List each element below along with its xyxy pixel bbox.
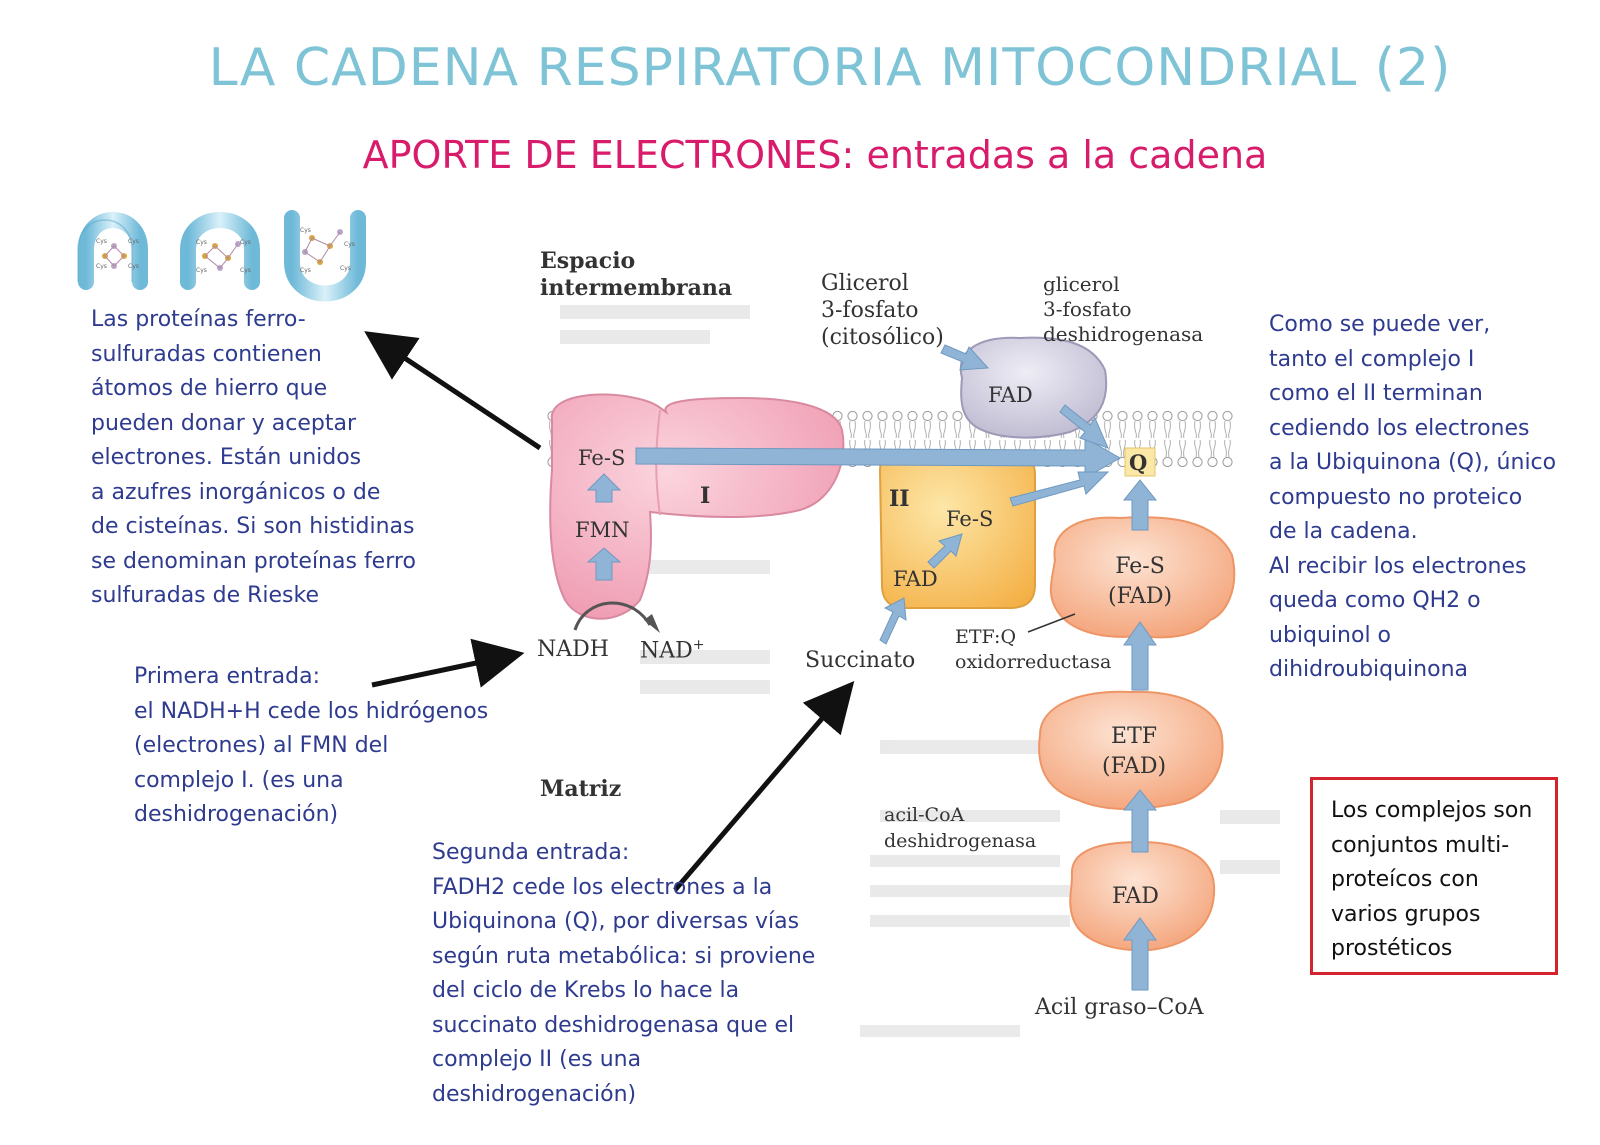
svg-text:Cys: Cys: [96, 263, 107, 270]
nad-text: NAD: [640, 638, 693, 664]
fe-s-complex-II-label: Fe-S: [946, 507, 994, 531]
complex-I-label: I: [700, 483, 711, 509]
g3p-dehydrogenase-label: glicerol 3-fosfato deshidrogenasa: [1043, 272, 1204, 346]
annotation-arrows: [364, 331, 855, 892]
nadh-curved-arrow: [573, 601, 652, 631]
complex-II-label: II: [889, 486, 910, 512]
nad-superscript: +: [692, 637, 705, 653]
nad-plus-label: NAD+: [640, 637, 705, 663]
svg-text:Cys: Cys: [196, 267, 207, 274]
faded-background-text: [560, 305, 1280, 1037]
nadh-label: NADH: [537, 637, 609, 662]
page-subtitle: APORTE DE ELECTRONES: entradas a la cade…: [362, 133, 1268, 177]
etf-q-oxidoreductase: [1049, 516, 1236, 639]
electron-flow-arrows: [586, 344, 1158, 991]
svg-text:Cys: Cys: [300, 267, 311, 274]
svg-text:Cys: Cys: [196, 239, 207, 246]
succinate-label: Succinato: [805, 648, 916, 673]
matrix-label: Matriz: [540, 776, 622, 802]
svg-text:Cys: Cys: [128, 238, 139, 245]
acyl-coa-dh-fad-label: FAD: [1112, 884, 1159, 909]
ubiquinone-box: [1124, 447, 1156, 477]
etf-q-leader-line: [1027, 613, 1076, 633]
page-title: LA CADENA RESPIRATORIA MITOCONDRIAL (2): [208, 38, 1452, 98]
iron-sulfur-note: Las proteínas ferro- sulfuradas contiene…: [91, 307, 416, 608]
q-label: Q: [1129, 450, 1148, 475]
svg-text:Cys: Cys: [240, 267, 251, 274]
svg-text:Cys: Cys: [240, 239, 251, 246]
ubiquinone-note: Como se puede ver, tanto el complejo I c…: [1269, 312, 1557, 682]
fes-fad-label: Fe-S (FAD): [1108, 554, 1173, 609]
intermembrane-space-label: Espacio intermembrana: [540, 248, 733, 301]
svg-text:Cys: Cys: [300, 227, 311, 234]
g3p-fad-label: FAD: [988, 383, 1033, 407]
svg-text:Cys: Cys: [128, 263, 139, 270]
acyl-coa-dehydrogenase: [1069, 840, 1216, 952]
first-entry-note: Primera entrada: el NADH+H cede los hidr…: [134, 664, 489, 827]
fad-complex-II-label: FAD: [893, 567, 938, 591]
svg-text:Cys: Cys: [340, 265, 351, 272]
fmn-label: FMN: [575, 518, 630, 542]
glycerol-3-phosphate-label: Glicerol 3-fosfato (citosólico): [821, 271, 944, 350]
acyl-coa-dehydrogenase-label: acil-CoA deshidrogenasa: [884, 804, 1037, 852]
complexes-note-box: Los complejos son conjuntos multi- prote…: [1310, 777, 1558, 975]
etf-fad-label: ETF (FAD): [1102, 724, 1167, 779]
svg-text:Cys: Cys: [96, 238, 107, 245]
etf-protein: [1038, 690, 1224, 810]
svg-text:Cys: Cys: [344, 241, 355, 248]
nadh-curved-arrowhead: [644, 614, 660, 633]
etf-q-oxidoreductase-label: ETF:Q oxidorreductasa: [955, 626, 1112, 673]
fe-s-complex-I-label: Fe-S: [578, 446, 626, 470]
complex-I: [549, 393, 845, 620]
fatty-acyl-coa-label: Acil graso–CoA: [1035, 995, 1204, 1020]
second-entry-note: Segunda entrada: FADH2 cede los electron…: [432, 840, 816, 1107]
